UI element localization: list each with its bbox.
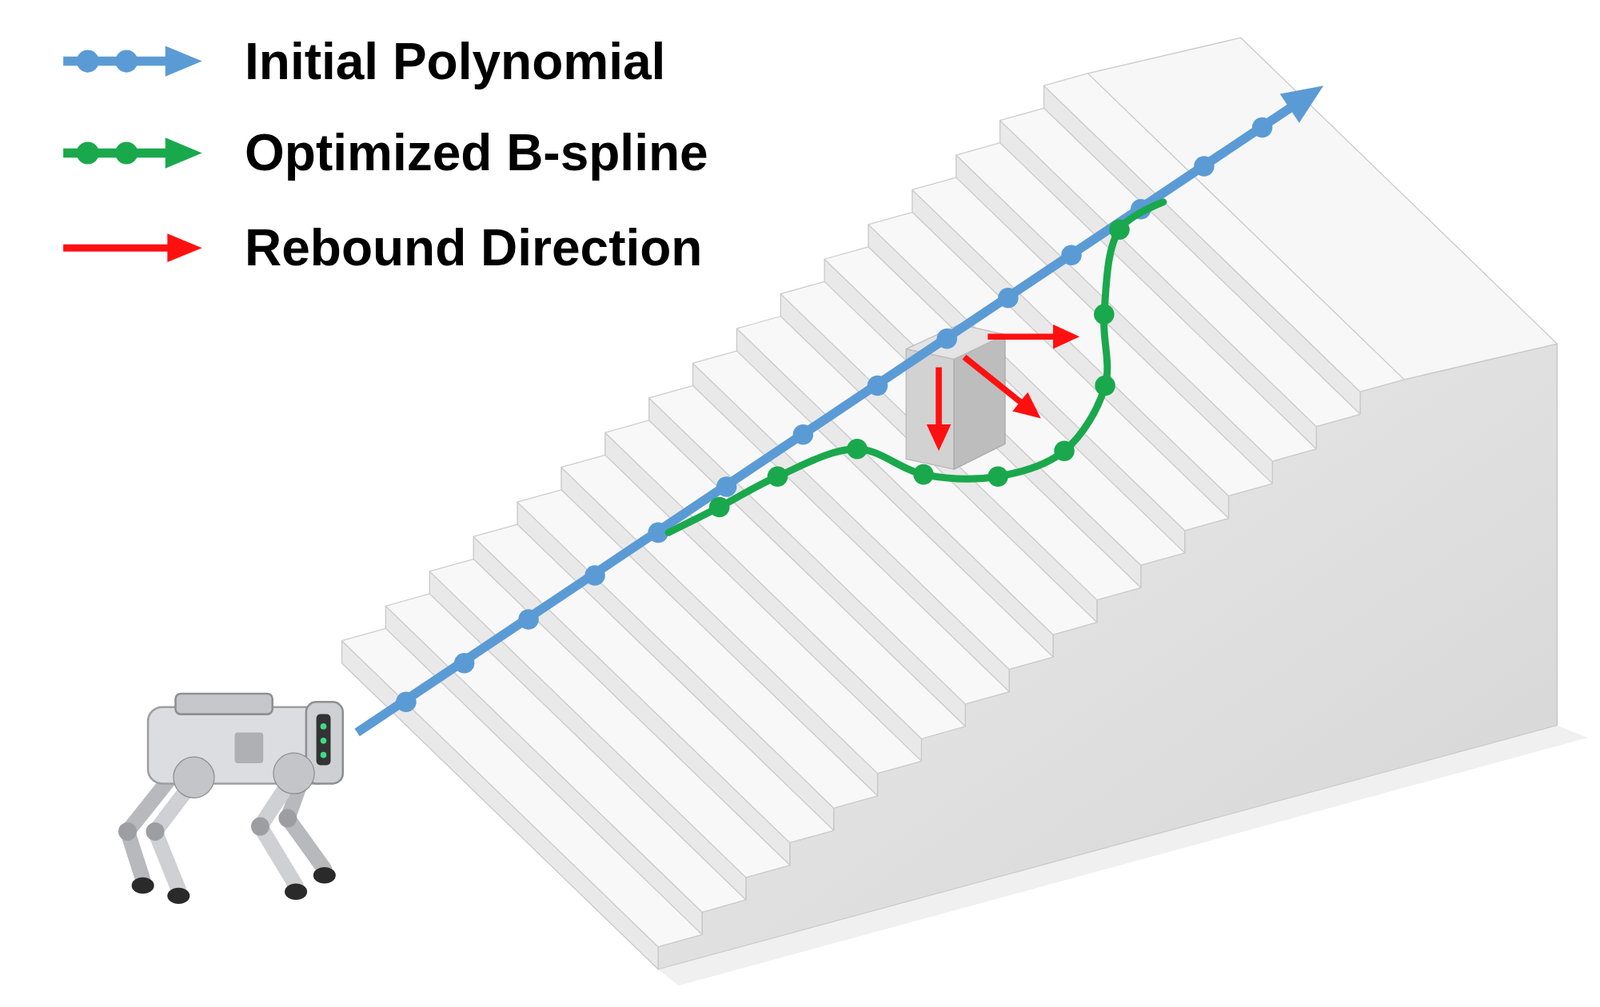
control-point bbox=[1094, 375, 1116, 397]
quadruped-robot bbox=[118, 694, 344, 905]
robot-foot bbox=[131, 877, 155, 894]
polynomial-point bbox=[716, 476, 738, 498]
legend-sample-head bbox=[165, 45, 203, 76]
robot-knee bbox=[251, 817, 270, 837]
stair-riser bbox=[385, 606, 703, 935]
robot-led bbox=[320, 738, 328, 745]
control-point bbox=[987, 466, 1009, 487]
legend-sample-dot bbox=[76, 50, 100, 73]
rebound-shaft bbox=[935, 367, 942, 430]
rebound-head bbox=[1053, 324, 1080, 350]
optimized-bspline bbox=[668, 202, 1164, 534]
robot-hip bbox=[173, 757, 215, 799]
robot-hip bbox=[273, 753, 315, 795]
stair-tread bbox=[342, 628, 703, 947]
rebound-arrows bbox=[926, 324, 1080, 451]
legend-sample-line bbox=[63, 244, 172, 252]
polynomial-point bbox=[1193, 155, 1215, 177]
obstacle-cube bbox=[905, 324, 1006, 470]
control-point bbox=[913, 464, 934, 486]
robot-foot bbox=[167, 888, 190, 905]
robot-knee bbox=[145, 822, 164, 842]
polynomial-line bbox=[357, 106, 1293, 734]
control-point bbox=[1109, 219, 1130, 240]
polynomial-point bbox=[997, 287, 1019, 309]
polynomial-point bbox=[793, 424, 814, 446]
legend-label: Initial Polynomial bbox=[244, 35, 666, 88]
rebound-shaft bbox=[964, 357, 1024, 405]
cube-front bbox=[905, 349, 954, 471]
control-point bbox=[709, 497, 731, 519]
legend-samples bbox=[63, 45, 203, 263]
legend-label: Optimized B-spline bbox=[244, 127, 709, 179]
initial-polynomial bbox=[357, 85, 1325, 733]
polynomial-point bbox=[1252, 117, 1273, 139]
control-point bbox=[1093, 303, 1115, 325]
polynomial-point bbox=[867, 375, 889, 397]
robot-side-panel bbox=[235, 733, 264, 764]
polynomial-point bbox=[1061, 244, 1082, 266]
control-point bbox=[1053, 440, 1075, 462]
robot-sensor bbox=[316, 714, 332, 767]
rebound-head bbox=[1012, 392, 1041, 419]
legend-sample-head bbox=[167, 233, 202, 263]
rebound-shaft bbox=[987, 333, 1058, 340]
robot-knee bbox=[118, 822, 137, 842]
stair-riser bbox=[342, 641, 659, 970]
robot-top-plate bbox=[175, 694, 272, 715]
polynomial-point bbox=[454, 653, 475, 675]
robot-foot bbox=[313, 867, 336, 884]
bspline-curve bbox=[668, 202, 1164, 534]
legend-label: Rebound Direction bbox=[244, 222, 703, 274]
robot-foot bbox=[284, 884, 308, 901]
control-point bbox=[846, 438, 868, 460]
polynomial-arrowhead bbox=[1280, 85, 1324, 123]
control-point bbox=[767, 466, 789, 487]
polynomial-point bbox=[937, 328, 958, 350]
legend-sample-dot bbox=[115, 141, 138, 164]
robot-led bbox=[320, 723, 328, 731]
legend-sample-dot bbox=[115, 50, 138, 73]
polynomial-point bbox=[395, 692, 417, 714]
rebound-head bbox=[926, 424, 952, 451]
legend-sample-dot bbox=[76, 141, 100, 164]
robot-knee bbox=[278, 809, 297, 828]
polynomial-point bbox=[584, 565, 606, 587]
legend-sample-head bbox=[165, 137, 203, 168]
staircase bbox=[342, 37, 1589, 986]
polynomial-point bbox=[518, 609, 539, 631]
robot-led bbox=[320, 752, 328, 759]
